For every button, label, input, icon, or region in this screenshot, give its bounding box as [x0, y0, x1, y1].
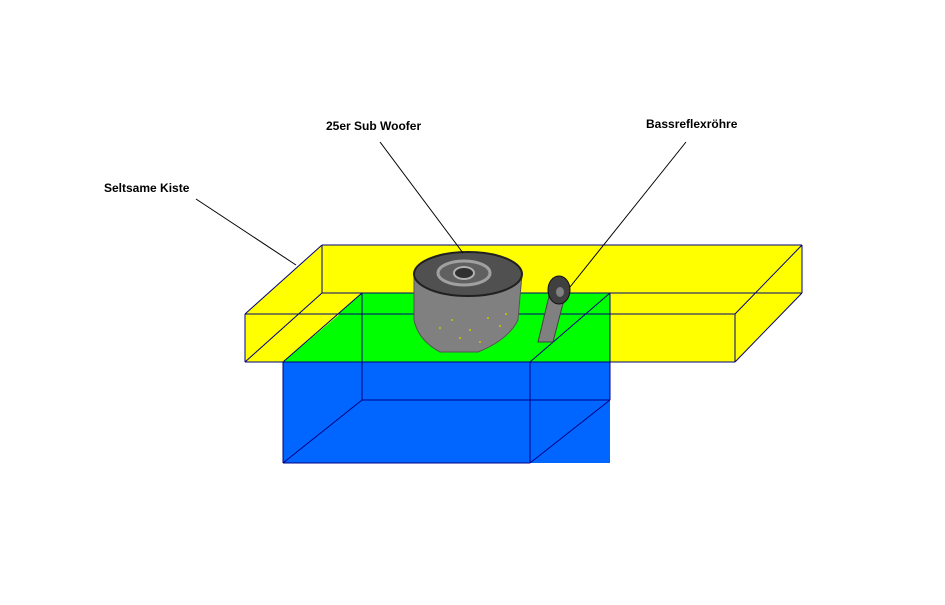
- label-sub-woofer: 25er Sub Woofer: [326, 119, 422, 133]
- bass-reflex-port-drawing: [537, 275, 571, 343]
- subwoofer-drawing: [413, 251, 523, 353]
- port-inner: [556, 287, 564, 297]
- leader-line-woofer: [379, 141, 464, 254]
- yellow-box-right-side: [735, 245, 802, 362]
- yellow-box-front-right: [610, 314, 735, 362]
- subwoofer-dust-cap: [453, 266, 475, 280]
- label-seltsame-kiste: Seltsame Kiste: [104, 181, 190, 195]
- label-bassreflexroehre: Bassreflexröhre: [646, 117, 738, 131]
- leader-line-box: [195, 198, 297, 266]
- leader-line-port: [569, 141, 687, 288]
- subwoofer-speckles: [439, 313, 507, 343]
- yellow-box-front-left: [245, 314, 340, 362]
- leader-lines: [195, 141, 687, 288]
